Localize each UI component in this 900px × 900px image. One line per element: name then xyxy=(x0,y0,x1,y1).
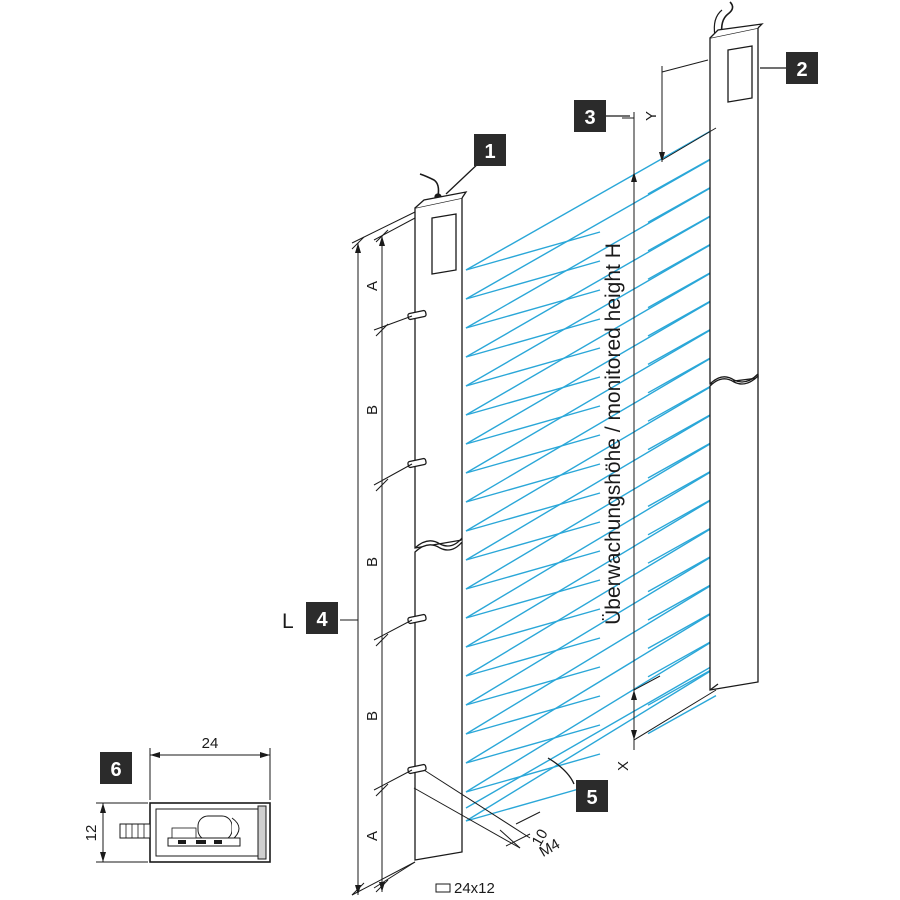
beam-ray-short xyxy=(465,753,601,793)
mounting-studs xyxy=(407,309,427,775)
beam-ray-short xyxy=(465,521,601,561)
beam-ray-short xyxy=(465,260,601,300)
callout-1: 1 xyxy=(474,134,506,166)
beam-ray-return xyxy=(647,496,717,536)
beam-ray xyxy=(465,184,717,329)
callout-leaders xyxy=(445,67,786,785)
svg-text:5: 5 xyxy=(586,787,597,809)
beam-ray xyxy=(465,581,717,735)
svg-text:6: 6 xyxy=(110,759,121,781)
dim-offset-y: Y xyxy=(643,111,660,121)
beam-ray-short xyxy=(465,231,601,271)
arrowheads xyxy=(355,152,665,895)
beam-ray-return xyxy=(647,552,717,593)
dim-length-l: L xyxy=(282,610,294,633)
beam-ray xyxy=(465,269,717,416)
receiver-bar xyxy=(709,1,764,691)
beam-ray xyxy=(465,496,717,648)
beam-ray-short xyxy=(465,492,601,532)
beam-ray-bottom xyxy=(465,663,717,809)
light-beams xyxy=(465,127,717,822)
dimension-lines xyxy=(340,211,416,896)
beam-ray xyxy=(465,326,717,474)
thread-dimension xyxy=(413,769,541,849)
beam-ray-short xyxy=(465,376,601,416)
beam-ray xyxy=(465,468,717,619)
beam-ray-short xyxy=(465,347,601,387)
profile-size-label: 24x12 xyxy=(454,880,495,897)
beam-ray xyxy=(465,240,717,387)
beam-ray-short xyxy=(465,637,601,677)
section-height-label: 12 xyxy=(83,825,100,842)
beam-ray-short xyxy=(465,318,601,358)
beam-ray xyxy=(465,297,717,445)
beam-ray-short xyxy=(465,434,601,474)
beam-ray xyxy=(465,439,717,590)
beam-ray-short xyxy=(465,579,601,619)
beam-ray-short xyxy=(465,608,601,648)
beam-ray-return xyxy=(647,638,717,678)
thread-length-label: 10 xyxy=(529,826,552,849)
beam-ray xyxy=(465,525,717,677)
svg-text:4: 4 xyxy=(316,609,328,631)
beam-ray-short xyxy=(465,289,601,329)
dim-b1: B xyxy=(364,405,381,415)
beam-ray xyxy=(465,155,717,300)
section-width-label: 24 xyxy=(202,735,219,752)
svg-text:3: 3 xyxy=(584,107,595,129)
callout-2: 2 xyxy=(786,52,818,84)
beam-ray xyxy=(465,638,717,793)
dim-b2: B xyxy=(364,557,381,567)
beam-ray-short xyxy=(465,724,601,764)
dim-offset-x: X xyxy=(615,761,632,771)
beam-ray-return xyxy=(647,694,717,735)
beam-ray-return xyxy=(647,467,717,508)
beam-ray-return xyxy=(647,666,717,706)
beam-ray xyxy=(465,411,717,561)
beam-ray-short xyxy=(465,695,601,735)
svg-text:1: 1 xyxy=(484,141,495,163)
beam-ray xyxy=(465,610,717,764)
callout-4: 4 xyxy=(306,602,338,634)
dim-b3: B xyxy=(364,711,381,721)
beam-ray-short xyxy=(465,550,601,590)
cross-section xyxy=(96,748,271,863)
beam-ray-return xyxy=(647,581,717,621)
beam-ray xyxy=(465,354,717,503)
svg-text:2: 2 xyxy=(796,59,807,81)
emitter-bar xyxy=(407,173,468,861)
beam-ray xyxy=(465,382,717,532)
beam-ray xyxy=(465,667,717,822)
beam-ray-return xyxy=(647,524,717,564)
dim-a-top: A xyxy=(364,281,381,291)
beam-ray-short xyxy=(465,405,601,445)
beam-ray xyxy=(465,127,717,271)
profile-icon xyxy=(435,883,451,893)
dim-a-bottom: A xyxy=(364,831,381,841)
beam-ray-return xyxy=(647,609,717,650)
beam-ray-short xyxy=(465,463,601,503)
callout-6: 6 xyxy=(100,752,132,784)
monitored-height-label: Überwachungshöhe / monitored height H xyxy=(602,243,625,625)
callout-5: 5 xyxy=(576,780,608,812)
beam-ray xyxy=(465,212,717,358)
beam-ray xyxy=(465,553,717,706)
beam-ray-short xyxy=(465,666,601,706)
offset-dimension-lines xyxy=(622,59,717,750)
callout-3: 3 xyxy=(574,100,606,132)
